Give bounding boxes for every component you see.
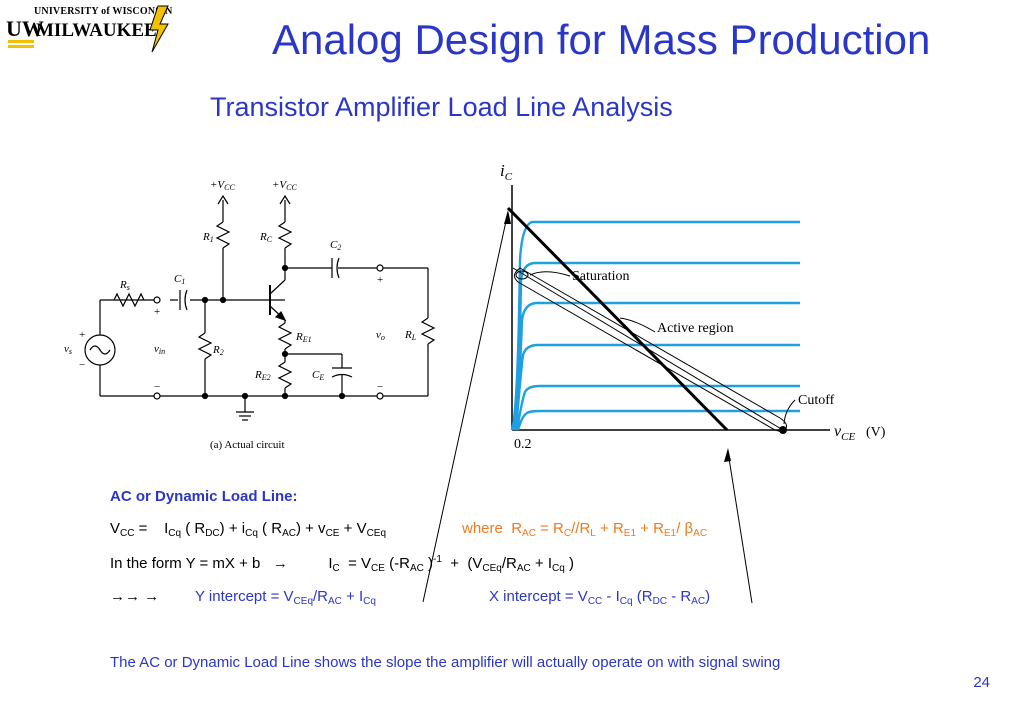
resistor-rs [113,292,145,308]
y-intercept-arrow [422,211,509,603]
cutoff-point [779,426,787,434]
active-pointer [619,317,656,333]
label-plus: + [377,274,383,286]
label-minus: − [154,381,160,393]
node [338,392,346,400]
ic-curve [515,384,800,431]
label-vo: vo [376,329,385,342]
logo-stripe [8,40,34,43]
capacitor-c1 [184,289,188,311]
label-minus: − [377,381,383,393]
saturation-pointer [529,271,571,277]
saturation-label: Saturation [572,269,630,284]
emitter-arrow-icon [274,310,287,322]
amplifier-circuit: +VCC +VCC R1 RC C2 Rs C1 RE1 vo RL vs vi… [64,179,436,451]
equation-form: In the form Y = mX + b→IC = VCE (-RAC )-… [110,554,574,574]
arrow-head-icon [724,448,731,462]
y-intercept-equation: Y intercept = VCEq/RAC + ICq [195,588,376,607]
cutoff-pointer [783,399,796,425]
label-rc: RC [259,231,273,244]
resistor-r2 [197,332,213,360]
logo-graphic: UNIVERSITY of WISCONSIN UW MILWAUKEE [6,5,173,53]
capacitor-c2 [336,257,340,279]
vcc-arrow-icon [217,194,229,205]
resistor-re2 [277,361,293,389]
label-vin: vin [154,343,165,356]
label-rs: Rs [119,279,130,292]
label-plus: + [154,306,160,318]
terminal [153,296,161,304]
arrow-head-icon [504,210,511,224]
transistor-collector [269,279,286,295]
label-ce: CE [312,369,324,382]
ac-load-line [506,206,729,432]
label-vcc2: +VCC [272,179,297,192]
node [201,392,209,400]
equation-vcc: VCC = ICq ( RDC) + iCq ( RAC) + vCE + VC… [110,520,387,539]
ic-curve [516,409,800,431]
vce-axis-label: vCE [834,423,855,443]
active-region-label: Active region [657,321,734,336]
resistor-rc [277,221,293,249]
resistor-rl [420,317,436,345]
resistor-re1 [277,322,293,350]
page-number: 24 [973,674,990,691]
label-vcc1: +VCC [210,179,235,192]
vcc-arrow-icon [279,194,291,205]
lightning-bolt-icon [149,5,169,53]
label-r2: R2 [212,344,224,357]
logo-top-text: UNIVERSITY of WISCONSIN [34,6,172,17]
equation-rac: where RAC = RC//RL + RE1 + RE1/ βAC [462,520,708,539]
university-logo: UNIVERSITY of WISCONSIN UW MILWAUKEE [2,2,173,54]
node [201,296,209,304]
vce-unit-label: (V) [866,425,886,440]
cutoff-label: Cutoff [798,393,835,408]
circuit-caption: (a) Actual circuit [210,439,285,451]
node [281,392,289,400]
sine-icon [89,345,111,355]
ic-axis-label: iC [500,161,513,183]
terminal [376,392,384,400]
label-c2: C2 [330,239,341,252]
label-vs: vs [64,343,72,356]
capacitor-ce [331,373,353,378]
terminal [153,392,161,400]
label-c1: C1 [174,273,185,286]
resistor-r1 [215,221,231,249]
voltage-source-icon [84,334,116,366]
page-title: Analog Design for Mass Production [272,16,931,63]
node [219,296,227,304]
label-minus: − [79,359,85,371]
label-rl: RL [404,329,417,342]
node [241,392,249,400]
x-intercept-arrow [727,451,753,604]
ic-curve [514,343,800,431]
ic-curve [510,220,800,431]
label-re2: RE2 [254,369,271,382]
x-intercept-equation: X intercept = VCC - ICq (RDC - RAC) [489,588,711,607]
page-subtitle: Transistor Amplifier Load Line Analysis [210,92,673,122]
arrow-right-icon: → [272,555,288,572]
label-r1: R1 [202,231,214,244]
label-plus: + [79,329,85,341]
bottom-note: The AC or Dynamic Load Line shows the sl… [110,654,781,671]
logo-stripe [8,45,34,48]
arrows-icon: →→ → [110,588,160,605]
logo-main: MILWAUKEE [36,20,157,41]
saturation-marker [515,270,529,280]
label-re1: RE1 [295,331,312,344]
x-tick-label: 0.2 [514,437,532,452]
ac-load-line-heading: AC or Dynamic Load Line: [110,488,298,505]
logo-uw: UW [6,16,44,41]
